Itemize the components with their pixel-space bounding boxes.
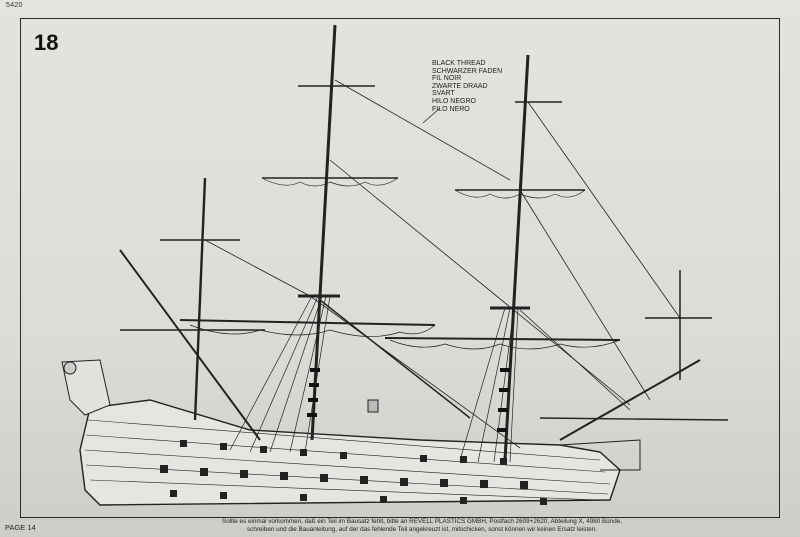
- fore-lower-yard: [384, 337, 621, 341]
- thread-label-line: ZWARTE DRAAD: [432, 82, 488, 90]
- stay-line: [527, 101, 681, 319]
- thread-label-line: FILO NERO: [432, 105, 470, 113]
- stay-line: [519, 309, 631, 411]
- main-lower-yard: [179, 319, 436, 326]
- drawing-frame: [20, 18, 780, 518]
- thread-label-line: FIL NOIR: [432, 75, 462, 83]
- notice-line-1: Sollte es einmal vorkommen, daß ein Teil…: [222, 518, 622, 525]
- stay-line: [204, 239, 311, 297]
- main-lower-sail-curve: [189, 324, 436, 337]
- fore-topsail-curve: [454, 189, 586, 199]
- thread-label-line: SCHWARZER FADEN: [432, 67, 503, 75]
- fore-shrouds: [459, 307, 519, 463]
- spritsail-yard: [539, 417, 729, 421]
- page-number: PAGE 14: [5, 523, 36, 532]
- missing-part-notice: Sollte es einmal vorkommen, daß ein Teil…: [172, 518, 672, 533]
- catalog-number: 5420: [6, 2, 23, 9]
- stay-line: [519, 189, 651, 401]
- stern-castle: [61, 359, 111, 416]
- fore-mast-bands: [497, 368, 510, 432]
- fore-mast: [503, 54, 530, 461]
- hull-outline: [79, 399, 621, 506]
- main-mast-bands: [307, 368, 320, 417]
- mizzen-mast: [193, 177, 207, 421]
- thread-label-line: SVART: [432, 90, 455, 98]
- step-number: 18: [34, 30, 59, 55]
- thread-callout: BLACK THREAD SCHWARZER FADEN FIL NOIR ZW…: [432, 60, 502, 113]
- leader-line: [422, 107, 441, 124]
- main-shrouds: [229, 295, 331, 453]
- beakhead: [559, 439, 641, 471]
- fore-lower-sail-curve: [389, 339, 621, 350]
- stay-line: [319, 299, 471, 419]
- gunport-row: [160, 440, 547, 505]
- main-mast: [310, 24, 337, 441]
- stay-line: [334, 79, 511, 181]
- stay-line: [309, 295, 521, 449]
- notice-line-2: schreiben und die Bauanleitung, auf der …: [247, 525, 597, 533]
- stern-lantern: [63, 361, 77, 375]
- thread-label-line: BLACK THREAD: [432, 60, 486, 67]
- hanging-block: [367, 399, 379, 413]
- mizzen-lateen-yard: [119, 249, 261, 441]
- thread-label-line: HILO NEGRO: [432, 97, 476, 105]
- bowsprit: [559, 359, 701, 441]
- main-topsail-curve: [261, 177, 399, 187]
